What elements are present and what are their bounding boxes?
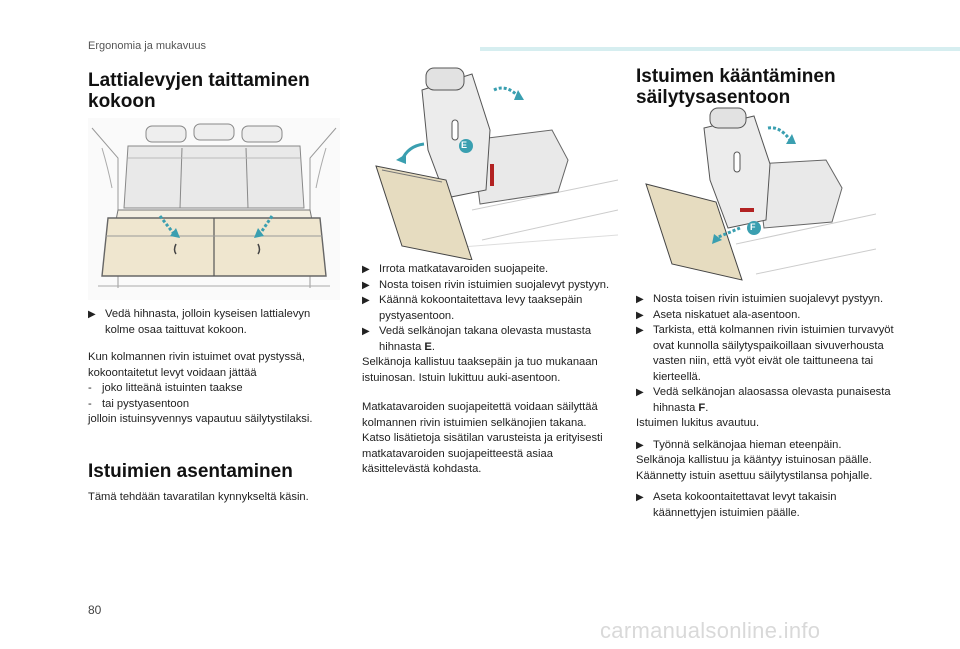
bullet-marker-icon: ▶ xyxy=(636,325,644,336)
end-paragraph: jolloin istuinsyvennys vapautuu säilytys… xyxy=(88,413,313,425)
dash-item: -joko litteänä istuinten taakse xyxy=(88,382,243,394)
bullet-marker-icon: ▶ xyxy=(362,279,370,291)
instruction-bullet: ▶Vedä selkänojan alaosassa olevasta puna… xyxy=(636,386,891,414)
dash-item: -tai pystyasentoon xyxy=(88,397,190,410)
page-number: 80 xyxy=(88,603,102,617)
seat-fold-illustration-f: F xyxy=(636,104,877,284)
bullet-marker-icon: ▶ xyxy=(636,439,644,451)
result-paragraph: Selkänoja kallistuu taaksepäin ja tuo mu… xyxy=(362,356,598,384)
middle-content: ▶Irrota matkatavaroiden suojapeite. ▶Nos… xyxy=(362,262,622,478)
seat-fold-illustration-e: E xyxy=(362,60,619,261)
instruction-bullet: ▶Aseta niskatuet ala-asentoon. xyxy=(636,308,898,324)
instruction-bullet: ▶Nosta toisen rivin istuimien suojalevyt… xyxy=(362,278,622,294)
instruction-bullet: ▶Nosta toisen rivin istuimien suojalevyt… xyxy=(636,292,898,308)
heading-floor-folding: Lattialevyjen taittaminen kokoon xyxy=(88,70,310,112)
instruction-bullet: ▶Vedä hihnasta, jolloin kyseisen lattial… xyxy=(88,308,311,336)
unlock-paragraph: Istuimen lukitus avautuu. xyxy=(636,417,760,429)
cover-storage-paragraph: Matkatavaroiden suojapeitettä voidaan sä… xyxy=(362,401,598,429)
instruction-bullet: ▶Vedä selkänojan takana olevasta mustast… xyxy=(362,325,592,353)
section-title: Ergonomia ja mukavuus xyxy=(88,40,207,52)
right-content: ▶Nosta toisen rivin istuimien suojalevyt… xyxy=(636,292,898,521)
header-rule xyxy=(480,47,960,51)
bullet-marker-icon: ▶ xyxy=(362,264,370,275)
bullet-marker-icon: ▶ xyxy=(636,309,644,321)
instruction-bullet: ▶Irrota matkatavaroiden suojapeite. xyxy=(362,262,622,278)
intro-paragraph: Kun kolmannen rivin istuimet ovat pystys… xyxy=(88,351,306,379)
instruction-bullet: ▶Aseta kokoontaitettavat levyt takaisin … xyxy=(636,491,837,519)
callout-label-f: F xyxy=(750,222,756,232)
bullet-marker-icon: ▶ xyxy=(88,309,96,320)
bullet-marker-icon: ▶ xyxy=(362,295,370,306)
instruction-bullet: ▶Käännä kokoontaitettava levy taaksepäin… xyxy=(362,294,583,322)
reference-paragraph: Katso lisätietoja sisätilan varusteista … xyxy=(362,432,603,475)
heading-seat-install: Istuimien asentaminen xyxy=(88,461,293,482)
trunk-floor-illustration xyxy=(88,118,340,300)
site-watermark: carmanualsonline.info xyxy=(600,618,821,643)
instruction-bullet: ▶Työnnä selkänojaa hieman eteenpäin. xyxy=(636,438,898,454)
bullet-marker-icon: ▶ xyxy=(362,326,370,337)
install-paragraph: Tämä tehdään tavaratilan kynnykseltä käs… xyxy=(88,491,309,503)
bullet-marker-icon: ▶ xyxy=(636,387,644,398)
heading-seat-rotate: Istuimen kääntäminen säilytysasentoon xyxy=(636,66,836,108)
result-paragraph: Selkänoja kallistuu ja kääntyy istuinosa… xyxy=(636,454,873,482)
left-content: ▶Vedä hihnasta, jolloin kyseisen lattial… xyxy=(88,307,340,428)
callout-label-e: E xyxy=(461,140,468,150)
bullet-marker-icon: ▶ xyxy=(636,294,644,305)
instruction-bullet: ▶Tarkista, että kolmannen rivin istuimie… xyxy=(636,324,894,383)
bullet-marker-icon: ▶ xyxy=(636,492,644,503)
